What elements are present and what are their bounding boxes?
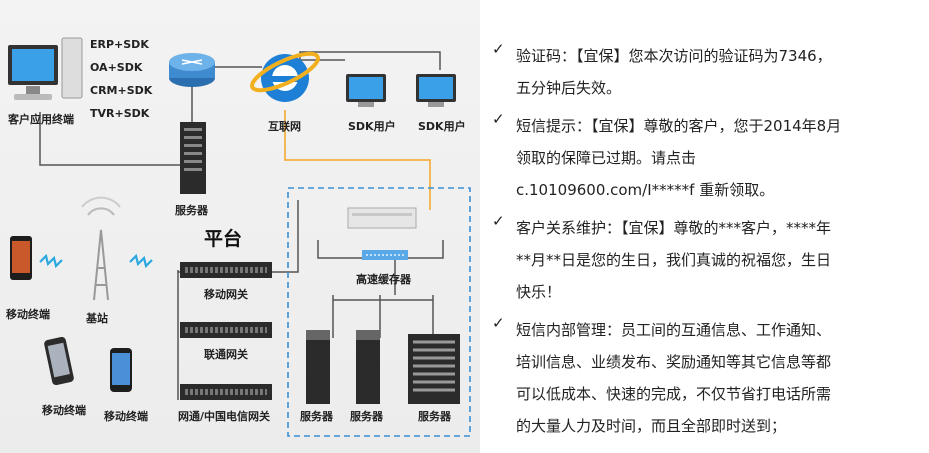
feature-line: 培训信息、业绩发布、奖励通知等其它信息等都 (516, 353, 832, 371)
client-terminal-label: 客户应用终端 (7, 112, 74, 126)
platform-region-border (287, 187, 471, 437)
platform-title: 平台 (204, 227, 242, 250)
unicom-gateway-label: 联通网关 (204, 347, 248, 361)
telecom-gateway-icon (180, 384, 272, 400)
sdk-user-monitor-2-icon (416, 74, 456, 107)
feature-line: 的大量人力及时间，而且全部即时送到； (516, 417, 787, 435)
feature-line: 客户关系维护：【宜保】尊敬的***客户，****年 (516, 219, 832, 237)
sdk-user-1-label: SDK用户 (348, 119, 396, 133)
feature-line: 短信内部管理：员工间的互通信息、工作通知、 (516, 321, 832, 339)
telecom-gateway-label: 网通/中国电信网关 (178, 409, 270, 423)
cache-server-label: 高速缓存器 (356, 272, 412, 286)
diagram-canvas: 客户应用终端 ERP+SDK OA+SDK CRM+SDK TVR+SDK 互联… (6, 37, 471, 437)
server-a-icon (306, 330, 330, 404)
server-a-label: 服务器 (300, 409, 334, 423)
sdk-erp-label: ERP+SDK (90, 38, 149, 51)
feature-line: 短信提示：【宜保】尊敬的客户，您于2014年8月 (516, 117, 842, 135)
feature-item-sms-notice: ✓ 短信提示：【宜保】尊敬的客户，您于2014年8月 领取的保障已过期。请点击 … (492, 110, 922, 206)
orange-links (284, 110, 431, 210)
platform-appliance-icon (347, 207, 417, 229)
feature-line: **月**日是您的生日，我们真诚的祝福您，生日 (516, 251, 832, 269)
feature-line: 五分钟后失效。 (516, 79, 622, 97)
check-icon: ✓ (492, 110, 505, 128)
server-b-icon (356, 330, 380, 404)
check-icon: ✓ (492, 314, 505, 332)
sdk-user-monitor-1-icon (346, 74, 386, 107)
feature-line: 可以低成本、快速的完成，不仅节省打电话所需 (516, 385, 832, 403)
sdk-user-2-label: SDK用户 (418, 119, 466, 133)
server-top-label: 服务器 (175, 203, 209, 217)
internet-label: 互联网 (268, 119, 301, 133)
check-icon: ✓ (492, 212, 505, 230)
base-station-tower-icon (81, 196, 121, 301)
sdk-crm-label: CRM+SDK (90, 84, 153, 97)
server-c-icon (408, 334, 460, 404)
server-c-label: 服务器 (418, 409, 452, 423)
server-b-label: 服务器 (350, 409, 384, 423)
client-computer-icon (8, 37, 83, 100)
mobile-terminal-3-label: 移动终端 (104, 409, 148, 423)
feature-line: c.10109600.com/I*****f 重新领取。 (516, 181, 775, 199)
feature-line: 领取的保障已过期。请点击 (516, 149, 697, 167)
sdk-tvr-label: TVR+SDK (90, 107, 150, 120)
mobile-gateway-icon (180, 262, 272, 278)
unicom-gateway-icon (180, 322, 272, 338)
mobile-phone-3-icon (110, 348, 132, 392)
top-server-icon (180, 122, 206, 194)
feature-line: 快乐！ (516, 283, 562, 301)
internet-icon (250, 51, 320, 102)
mobile-gateway-label: 移动网关 (204, 287, 248, 301)
feature-item-customer-care: ✓ 客户关系维护：【宜保】尊敬的***客户，****年 **月**日是您的生日，… (492, 212, 922, 308)
router-icon (169, 53, 215, 87)
feature-list: ✓ 验证码：【宜保】您本次访问的验证码为7346， 五分钟后失效。 ✓ 短信提示… (492, 40, 922, 448)
feature-item-internal: ✓ 短信内部管理：员工间的互通信息、工作通知、 培训信息、业绩发布、奖励通知等其… (492, 314, 922, 442)
mobile-terminal-2-label: 移动终端 (42, 403, 86, 417)
mobile-terminal-1-label: 移动终端 (6, 307, 50, 321)
check-icon: ✓ (492, 40, 505, 58)
feature-line: 验证码：【宜保】您本次访问的验证码为7346， (516, 47, 832, 65)
cache-server-icon (362, 250, 408, 260)
feature-item-verification: ✓ 验证码：【宜保】您本次访问的验证码为7346， 五分钟后失效。 (492, 40, 922, 104)
signal-icon (39, 253, 153, 269)
network-diagram: 客户应用终端 ERP+SDK OA+SDK CRM+SDK TVR+SDK 互联… (0, 0, 480, 453)
mobile-phone-2-icon (44, 336, 74, 386)
base-station-label: 基站 (85, 311, 108, 325)
sdk-oa-label: OA+SDK (90, 61, 143, 74)
mobile-phone-1-icon (10, 236, 32, 280)
